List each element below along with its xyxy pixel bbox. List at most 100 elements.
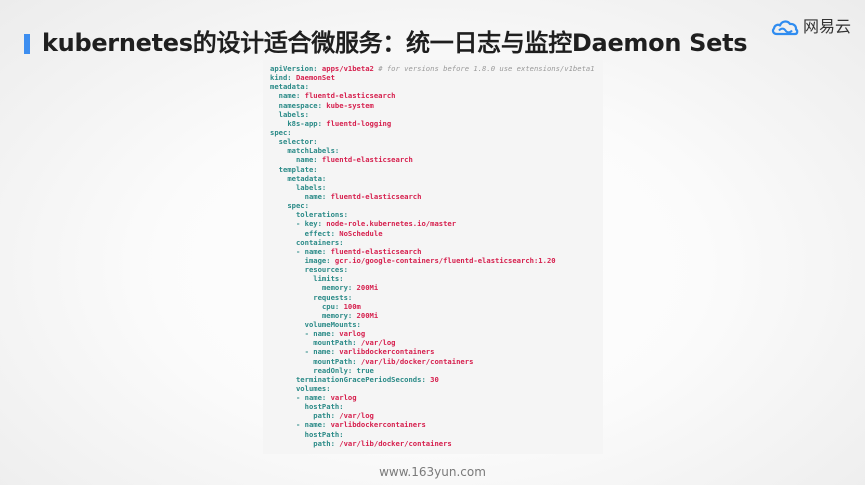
code-line: volumes: [270, 384, 603, 393]
footer-url: www.163yun.com [379, 465, 486, 479]
yaml-key: name: [304, 393, 327, 403]
yaml-value: true [352, 365, 374, 375]
yaml-value: varlibdockercontainers [326, 420, 426, 430]
code-line: labels: [270, 183, 603, 192]
yaml-value: 30 [425, 374, 439, 384]
brand-logo: 网易云 [770, 16, 851, 38]
yaml-key: cpu: [321, 301, 340, 311]
yaml-key: labels: [295, 182, 327, 192]
yaml-key: volumes: [295, 383, 331, 393]
yaml-key: tolerations: [295, 210, 348, 220]
yaml-key: spec: [270, 127, 292, 137]
yaml-key: effect: [304, 228, 335, 238]
yaml-key: resources: [304, 265, 348, 275]
code-line: namespace: kube-system [270, 101, 603, 110]
code-line: - name: varlog [270, 329, 366, 339]
yaml-value: gcr.io/google-containers/fluentd-elastic… [330, 255, 556, 265]
yaml-value: /var/lib/docker/containers [356, 356, 474, 366]
brand-name: 网易云 [803, 17, 852, 36]
yaml-value: 200Mi [352, 310, 379, 320]
code-line: kind: DaemonSet [270, 73, 603, 82]
yaml-key: spec: [287, 201, 309, 211]
yaml-key: labels: [278, 109, 309, 119]
yaml-key: mountPath: [313, 338, 357, 348]
yaml-key: requests: [313, 292, 353, 302]
yaml-key: name: [304, 191, 327, 201]
yaml-value: /var/log [334, 411, 374, 421]
code-line: - name: varlibdockercontainers [270, 347, 435, 357]
yaml-key: key: [304, 219, 322, 229]
yaml-value: /var/log [356, 338, 396, 348]
code-line: mountPath: /var/log [270, 338, 603, 347]
yaml-key: limits: [313, 274, 344, 284]
yaml-value: node-role.kubernetes.io/master [321, 219, 457, 229]
yaml-key: mountPath: [313, 356, 357, 366]
code-line: effect: NoSchedule [270, 229, 603, 238]
code-line: limits: [270, 274, 603, 283]
yaml-key: memory: [321, 283, 353, 293]
code-line: memory: 200Mi [270, 283, 603, 292]
code-line: path: /var/lib/docker/containers [270, 439, 603, 448]
code-line: requests: [270, 293, 603, 302]
code-line: resources: [270, 265, 603, 274]
yaml-key: volumeMounts: [304, 319, 361, 329]
yaml-value: 200Mi [352, 283, 379, 293]
code-line: - name: fluentd-elasticsearch [270, 246, 422, 256]
yaml-value: fluentd-elasticsearch [326, 191, 422, 201]
yaml-key: namespace: [278, 100, 322, 110]
code-line: hostPath: [270, 430, 603, 439]
code-line: - key: node-role.kubernetes.io/master [270, 219, 457, 229]
yaml-key: containers: [295, 237, 344, 247]
code-line: path: /var/log [270, 411, 603, 420]
code-line: spec: [270, 128, 603, 137]
cloud-icon [770, 17, 800, 37]
yaml-value: varlibdockercontainers [334, 347, 435, 357]
yaml-value: fluentd-elasticsearch [300, 91, 396, 101]
code-line: k8s-app: fluentd-logging [270, 119, 603, 128]
code-line: name: fluentd-elasticsearch [270, 155, 603, 164]
yaml-value: varlog [326, 393, 357, 403]
code-line: cpu: 100m [270, 302, 603, 311]
yaml-value: 100m [339, 301, 361, 311]
code-line: selector: [270, 137, 603, 146]
code-line: mountPath: /var/lib/docker/containers [270, 357, 603, 366]
yaml-value: varlog [334, 329, 366, 339]
code-line: name: fluentd-elasticsearch [270, 91, 603, 100]
code-line: metadata: [270, 174, 603, 183]
yaml-key: matchLabels: [287, 146, 340, 156]
yaml-value: kube-system [321, 100, 374, 110]
code-line: matchLabels: [270, 146, 603, 155]
code-line: labels: [270, 110, 603, 119]
code-line: metadata: [270, 82, 603, 91]
yaml-value: fluentd-elasticsearch [326, 246, 422, 256]
yaml-key: terminationGracePeriodSeconds: [295, 374, 426, 384]
code-line: apiVersion: apps/v1beta2 # for versions … [270, 64, 603, 73]
code-line: readOnly: true [270, 366, 603, 375]
code-block: apiVersion: apps/v1beta2 # for versions … [263, 60, 603, 454]
yaml-key: name: [304, 246, 327, 256]
yaml-key: name: [278, 91, 301, 101]
yaml-key: metadata: [287, 173, 327, 183]
yaml-key: path: [313, 438, 335, 448]
code-line: template: [270, 165, 603, 174]
yaml-value: NoSchedule [334, 228, 383, 238]
yaml-key: memory: [321, 310, 353, 320]
yaml-key: path: [313, 411, 335, 421]
code-line: containers: [270, 238, 603, 247]
code-line: image: gcr.io/google-containers/fluentd-… [270, 256, 603, 265]
code-line: tolerations: [270, 210, 603, 219]
yaml-key: kind: [270, 73, 292, 83]
yaml-key: readOnly: [313, 365, 353, 375]
code-line: spec: [270, 201, 603, 210]
code-line: - name: varlog [270, 393, 357, 403]
yaml-key: selector: [278, 137, 318, 147]
yaml-key: name: [313, 329, 335, 339]
yaml-key: name: [313, 347, 335, 357]
code-line: hostPath: [270, 402, 603, 411]
yaml-key: hostPath: [304, 429, 344, 439]
code-line: - name: varlibdockercontainers [270, 420, 426, 430]
title-accent-bar [24, 34, 30, 54]
yaml-key: template: [278, 164, 318, 174]
yaml-value: fluentd-logging [321, 118, 392, 128]
code-line: terminationGracePeriodSeconds: 30 [270, 375, 603, 384]
